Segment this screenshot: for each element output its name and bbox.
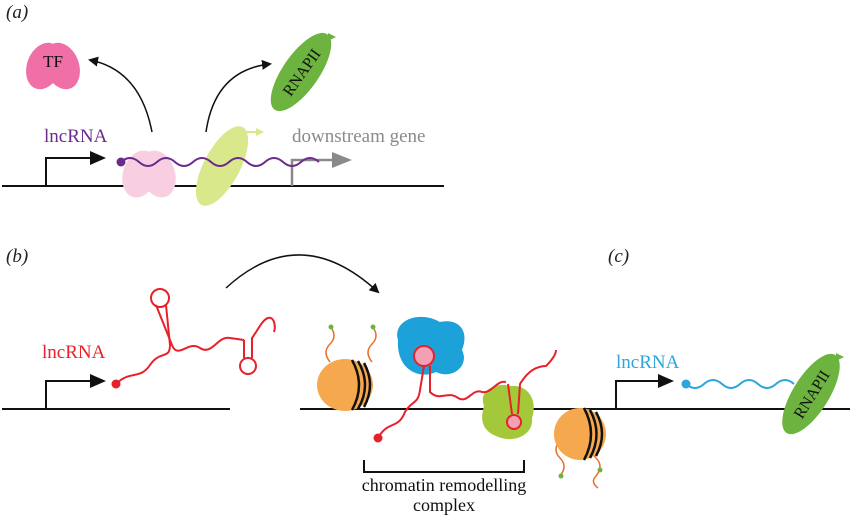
promoter-arrow-b <box>45 380 92 409</box>
promoter-arrowhead-b <box>90 374 106 388</box>
rnapii-protein-c: RNAPII <box>782 353 844 435</box>
promoter-arrowhead-c <box>658 374 674 388</box>
downstream-gene-label: downstream gene <box>292 126 425 147</box>
panel-a-label: (a) <box>6 2 28 23</box>
tf-label: TF <box>43 52 63 71</box>
lncrna-b-free <box>111 288 276 389</box>
lncrna-a-label: lncRNA <box>44 126 108 147</box>
tf-faded <box>122 150 176 198</box>
lncrna-b-label: lncRNA <box>42 342 106 363</box>
complex-label-line1: chromatin remodelling <box>362 475 526 495</box>
arrow-to-rnapii-a <box>205 59 272 133</box>
downstream-gene-arrowhead <box>332 152 352 168</box>
complex-label-line2: complex <box>413 495 475 515</box>
promoter-arrow-c <box>615 380 660 409</box>
lncrna-a-transcript <box>120 157 320 167</box>
panel-a: (a) downstream gene lncRNA <box>2 2 444 206</box>
panel-c-label: (c) <box>608 246 629 267</box>
lncrna-c-label: lncRNA <box>616 352 680 373</box>
lncrna-c-transcript <box>685 379 795 389</box>
complex-bracket <box>363 460 525 473</box>
downstream-gene-arrow <box>290 158 336 186</box>
tf-protein: TF <box>26 42 80 90</box>
panel-b-label: (b) <box>6 246 28 267</box>
promoter-arrow-a <box>45 157 92 186</box>
lncrna-b-bound <box>373 345 557 443</box>
arrow-to-chromatin <box>225 254 380 294</box>
panel-c: (c) lncRNA RNAPII <box>608 246 844 435</box>
promoter-arrowhead-a <box>90 151 106 165</box>
nucleosome-2 <box>554 407 606 489</box>
rnapii-protein-a: RNAPII <box>270 32 336 112</box>
panel-b: (b) lncRNA <box>2 246 850 515</box>
nucleosome-1 <box>317 324 377 411</box>
remodeller-blue <box>397 316 465 375</box>
arrow-to-tf <box>88 56 153 133</box>
remodeller-green <box>482 384 534 440</box>
